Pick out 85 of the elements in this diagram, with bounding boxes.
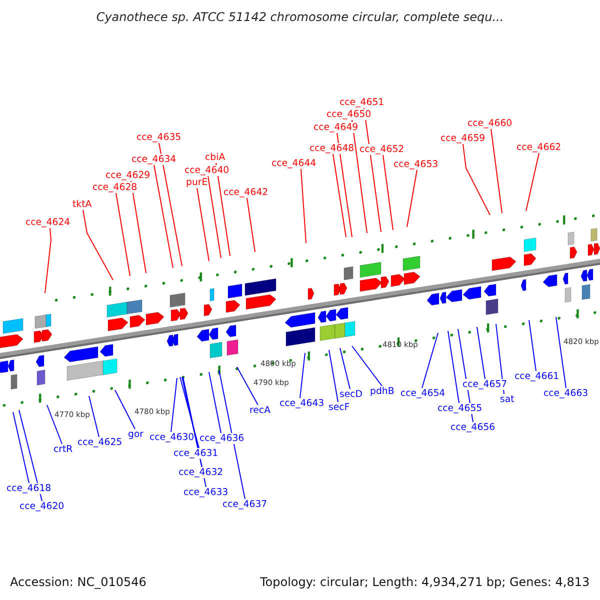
gene-label: secF <box>328 402 350 413</box>
leader-line <box>208 176 222 258</box>
leader-line <box>448 330 460 404</box>
leader-line <box>158 142 182 266</box>
leader-line <box>130 180 146 274</box>
leader-line <box>526 152 540 212</box>
leader-line <box>528 320 536 372</box>
gene-label: cce_4636 <box>200 433 244 444</box>
leader-line <box>88 396 100 438</box>
gene-label: tktA <box>72 199 92 210</box>
gene-label: cce_4618 <box>6 483 52 494</box>
leader-line <box>216 162 230 256</box>
gene-label: cce_4633 <box>184 487 228 498</box>
leader-line <box>208 372 222 434</box>
gene-label: cce_4661 <box>514 371 560 382</box>
leader-line <box>476 326 486 380</box>
leader-line <box>154 164 174 268</box>
leader-line <box>180 376 200 448</box>
footer-text: Topology: circular; Length: 4,934,271 bp; Genes: 4,813 <box>260 575 590 589</box>
leader-line <box>352 120 368 234</box>
gene-label: recA <box>250 405 270 416</box>
leader-line <box>218 370 246 500</box>
gene-label: cce_4628 <box>92 182 138 193</box>
gene-label: cce_4663 <box>544 388 588 399</box>
gene-label: cce_4655 <box>438 403 482 414</box>
gene-label: cbiA <box>205 152 226 163</box>
leader-line <box>44 228 52 294</box>
gene-label: cce_4654 <box>400 388 446 399</box>
gene-label: cce_4629 <box>106 170 150 181</box>
gene-label: secD <box>340 389 363 400</box>
leader-line <box>300 352 306 398</box>
leader-line <box>116 192 130 276</box>
gene-label: cce_4660 <box>468 118 512 129</box>
gene-label: cce_4652 <box>360 144 404 155</box>
gene-label: cce_4643 <box>280 398 324 409</box>
gene-label: cce_4659 <box>440 133 486 144</box>
leader-line <box>246 198 256 252</box>
leader-line <box>182 376 202 468</box>
gene-label: cce_4644 <box>272 158 316 169</box>
gene-label: sat <box>500 394 514 405</box>
gene-label: cce_4642 <box>224 187 268 198</box>
leader-line <box>406 170 418 228</box>
gene-label: cce_4648 <box>310 143 354 154</box>
leader-line <box>556 316 566 388</box>
gene-label: cce_4635 <box>136 132 182 143</box>
gene-label: pdhB <box>370 386 394 397</box>
gene-label: cce_4653 <box>394 159 438 170</box>
gene-label: cce_4624 <box>26 217 70 228</box>
leader-line <box>82 210 114 280</box>
gene-label: cce_4634 <box>132 154 176 165</box>
leader-line <box>336 132 352 238</box>
gene-label: cce_4656 <box>450 422 496 433</box>
leader-line <box>18 410 42 502</box>
gene-label: cce_4650 <box>326 109 372 120</box>
leader-line <box>332 154 346 238</box>
gene-label: cce_4640 <box>184 165 230 176</box>
title: Cyanothece sp. ATCC 51142 chromosome circular, complete sequ... <box>95 10 505 24</box>
leader-line <box>462 144 490 216</box>
leader-line <box>382 154 394 230</box>
gene-label: cce_4649 <box>314 122 358 133</box>
leader-line <box>422 332 438 388</box>
leader-line <box>12 412 30 484</box>
footer-text: Accession: NC_010546 <box>10 575 146 589</box>
gene-label: gor <box>128 429 144 440</box>
gene-label: cce_4651 <box>340 97 384 108</box>
gene-label: crtR <box>54 444 73 455</box>
gene-label: cce_4637 <box>222 499 268 510</box>
leader-line <box>490 128 502 214</box>
leader-line <box>236 366 258 406</box>
leader-line <box>114 390 136 430</box>
leader-line <box>170 378 178 432</box>
gene-label: cce_4620 <box>20 501 64 512</box>
leader-line <box>46 404 62 444</box>
leader-line <box>352 346 382 386</box>
gene-label: cce_4662 <box>516 142 562 153</box>
gene-label: cce_4631 <box>174 448 218 459</box>
gene-label: cce_4625 <box>78 437 122 448</box>
leader-line <box>340 348 350 390</box>
gene-label: purE <box>186 177 208 188</box>
leader-line <box>196 188 210 262</box>
leader-line <box>300 168 306 244</box>
gene-label: cce_4630 <box>150 432 194 443</box>
leader-line <box>328 350 338 402</box>
gene-label: cce_4657 <box>462 379 508 390</box>
gene-label: cce_4632 <box>178 467 224 478</box>
